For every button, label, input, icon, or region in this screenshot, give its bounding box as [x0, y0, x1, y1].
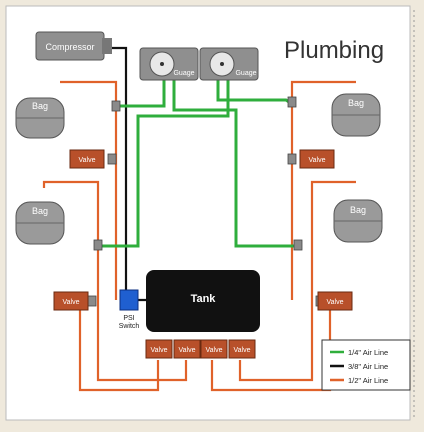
- valve-bank-2: [173, 339, 201, 359]
- psi-switch-label-line2: Switch: [119, 323, 140, 330]
- tank-valve-bank: Valve Valve Valve Valve: [145, 339, 256, 359]
- bag-front-left-label: Bag: [32, 101, 48, 111]
- gauge-right: Guage: [199, 47, 259, 81]
- valve-rear-right-label: Valve: [327, 299, 344, 306]
- valve-front-left: Valve: [69, 149, 105, 169]
- valve-rear-right: Valve: [317, 291, 353, 311]
- compressor-label: Compressor: [45, 42, 94, 52]
- bag-rear-left-label: Bag: [32, 206, 48, 216]
- bag-rear-right: Bag: [333, 199, 383, 243]
- compressor: Compressor: [35, 31, 112, 61]
- valve-bank-4: [228, 339, 256, 359]
- bag-front-left: Bag: [15, 97, 65, 139]
- valve-bank-3: [200, 339, 228, 359]
- valve-front-left-label: Valve: [79, 157, 96, 164]
- psi-switch-label-line1: PSI: [123, 315, 134, 322]
- bag-front-right-label: Bag: [348, 98, 364, 108]
- valve-bank-1-label: Valve: [151, 347, 168, 354]
- bag-rear-right-label: Bag: [350, 205, 366, 215]
- legend-label-three-eighths: 3/8" Air Line: [348, 362, 388, 371]
- legend-label-half: 1/2" Air Line: [348, 376, 388, 385]
- bag-rear-left: Bag: [15, 201, 65, 245]
- gauge-left-label: Guage: [173, 70, 194, 77]
- valve-bank-1: [145, 339, 173, 359]
- legend-label-quarter: 1/4" Air Line: [348, 348, 388, 357]
- tank-label: Tank: [191, 293, 217, 305]
- half-inch-lines: [42, 80, 356, 392]
- diagram-title: Plumbing: [284, 37, 384, 64]
- air-tank: Tank: [146, 270, 260, 332]
- bag-front-right: Bag: [331, 93, 381, 137]
- legend: 1/4" Air Line 3/8" Air Line 1/2" Air Lin…: [321, 339, 411, 391]
- gauge-right-label: Guage: [235, 70, 256, 77]
- psi-switch: PSI Switch: [119, 289, 140, 330]
- valve-bank-4-label: Valve: [234, 347, 251, 354]
- valve-front-right: Valve: [299, 149, 335, 169]
- valve-rear-left-label: Valve: [63, 299, 80, 306]
- valve-bank-3-label: Valve: [206, 347, 223, 354]
- quarter-inch-lines: [98, 80, 296, 248]
- valve-bank-2-label: Valve: [179, 347, 196, 354]
- valve-rear-left: Valve: [53, 291, 89, 311]
- gauge-left: Guage: [139, 47, 199, 81]
- valve-front-right-label: Valve: [309, 157, 326, 164]
